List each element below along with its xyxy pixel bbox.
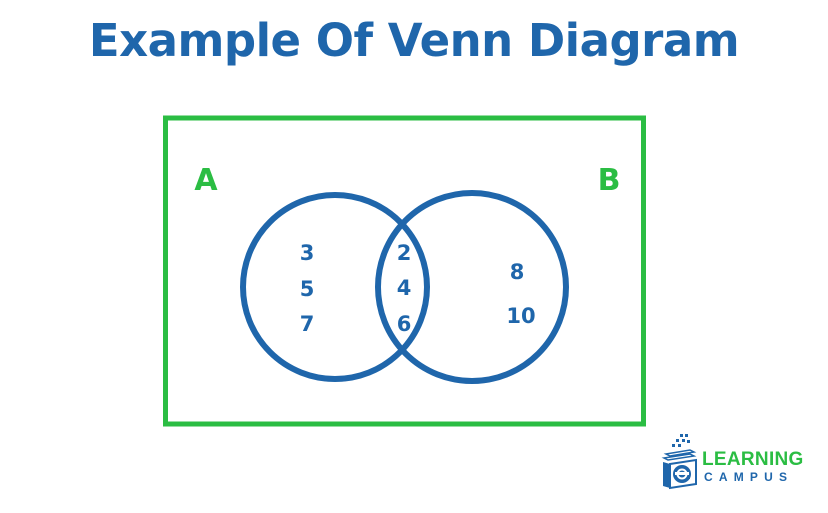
set-a-circle bbox=[240, 192, 430, 382]
set-a-element: 3 bbox=[300, 241, 315, 265]
intersection-element: 4 bbox=[397, 276, 412, 300]
universal-set-frame bbox=[163, 115, 646, 427]
intersection-element: 2 bbox=[397, 241, 412, 265]
set-b-circle bbox=[375, 190, 569, 384]
intersection-element: 6 bbox=[397, 312, 412, 336]
page-title: Example Of Venn Diagram bbox=[88, 14, 740, 67]
e-book-stack-icon bbox=[661, 434, 697, 490]
set-b-label: B bbox=[598, 163, 621, 198]
elearning-campus-logo: LEARNING CAMPUS bbox=[660, 432, 820, 492]
set-a-label: A bbox=[194, 163, 218, 198]
set-a-element: 5 bbox=[300, 277, 315, 301]
set-a-element: 7 bbox=[300, 312, 315, 336]
logo-text-learning: LEARNING bbox=[702, 449, 804, 470]
logo-text-campus: CAMPUS bbox=[704, 470, 794, 484]
set-b-element: 8 bbox=[510, 260, 525, 284]
set-b-element: 10 bbox=[506, 304, 535, 328]
